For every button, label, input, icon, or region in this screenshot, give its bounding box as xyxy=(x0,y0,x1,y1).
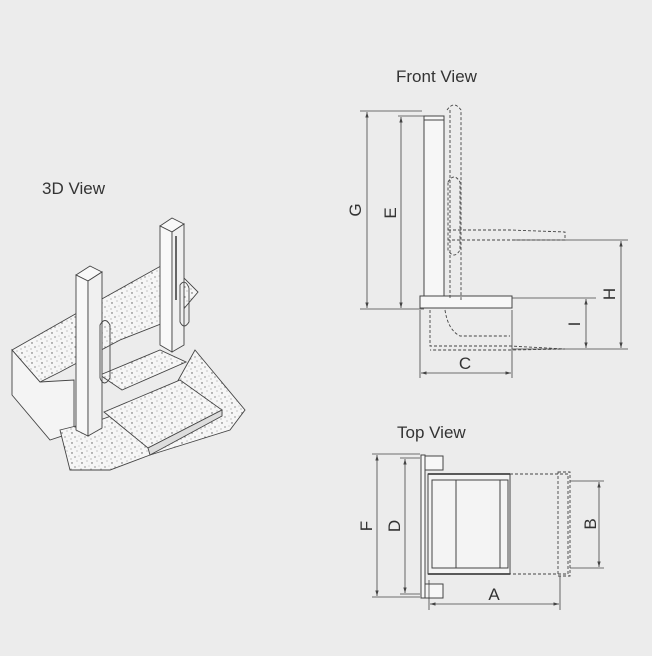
front-view-drawing xyxy=(360,104,628,378)
dim-label-h: H xyxy=(600,288,619,300)
dim-label-g: G xyxy=(346,203,365,216)
dim-label-f: F xyxy=(357,521,376,531)
dim-label-c: C xyxy=(459,354,471,373)
front-view-title: Front View xyxy=(396,67,477,86)
dim-label-i: I xyxy=(565,322,584,327)
top-view-title: Top View xyxy=(397,423,466,442)
top-view-drawing xyxy=(372,453,604,610)
dim-label-a: A xyxy=(488,585,500,604)
dim-label-b: B xyxy=(581,518,600,529)
3d-view-drawing xyxy=(11,217,246,471)
dim-label-d: D xyxy=(385,520,404,532)
dim-label-e: E xyxy=(381,207,400,218)
3d-view-title: 3D View xyxy=(42,179,105,198)
